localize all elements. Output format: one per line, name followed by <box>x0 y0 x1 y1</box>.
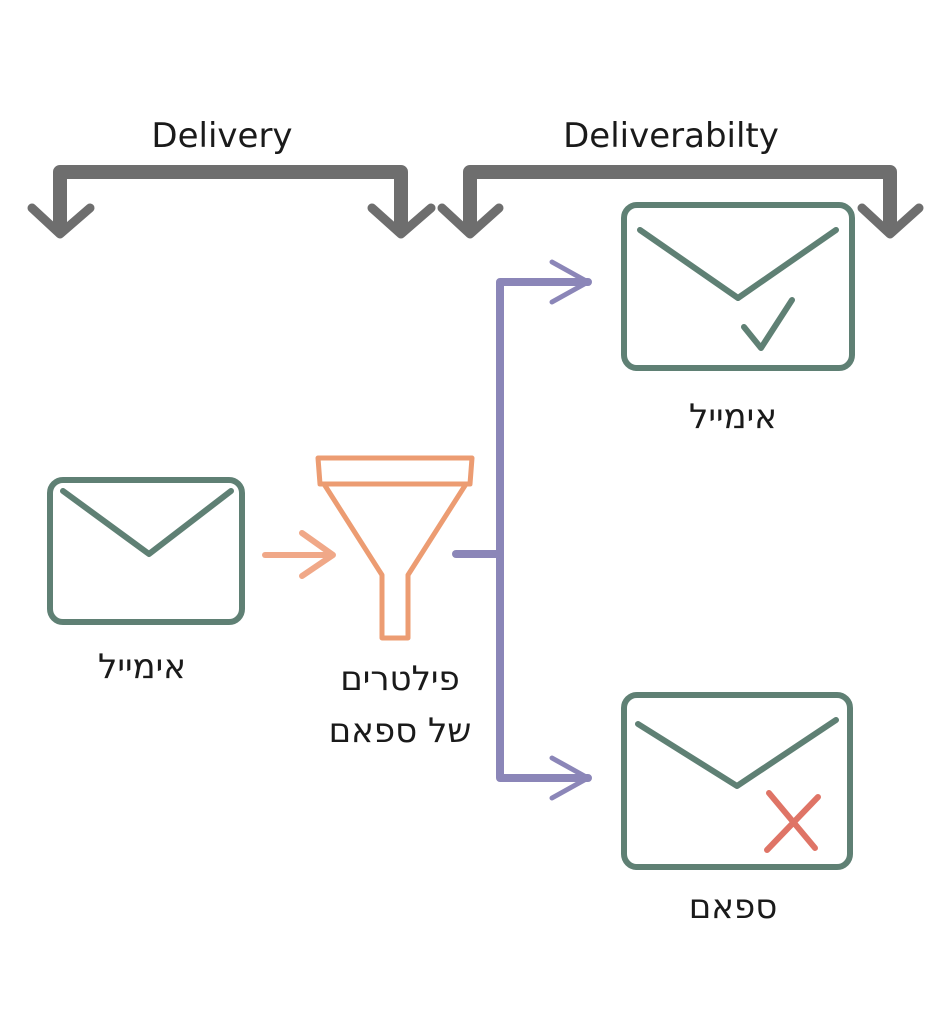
branch-bottom-arrowhead <box>549 755 591 801</box>
branch-connector <box>452 259 592 801</box>
spam-envelope-icon <box>621 692 853 870</box>
spam-filter-label-line1: פילטרים <box>340 659 460 699</box>
deliverability-label: Deliverabilty <box>563 116 779 156</box>
deliverability-bracket-left-arrowhead <box>437 203 504 239</box>
inbox-envelope-icon <box>621 202 855 371</box>
input-email-envelope-icon <box>47 477 245 625</box>
spam-email-label: ספאם <box>689 887 778 927</box>
deliverability-bracket-right-arrowhead <box>857 203 924 239</box>
spam-filter-label-line2: של ספאם <box>329 711 472 751</box>
funnel-icon <box>315 455 475 641</box>
cross-icon <box>764 790 821 853</box>
input-email-label: אימייל <box>98 647 186 687</box>
delivery-bracket-right-arrowhead <box>367 203 436 239</box>
deliverability-bracket <box>437 165 924 239</box>
branch-top-arrowhead <box>549 259 591 305</box>
check-icon <box>741 297 795 351</box>
delivery-bracket <box>27 165 436 239</box>
delivery-bracket-left-arrowhead <box>27 203 95 239</box>
delivery-label: Delivery <box>151 116 292 156</box>
inbox-email-label: אימייל <box>689 397 777 437</box>
arrow-to-filter <box>262 530 336 579</box>
